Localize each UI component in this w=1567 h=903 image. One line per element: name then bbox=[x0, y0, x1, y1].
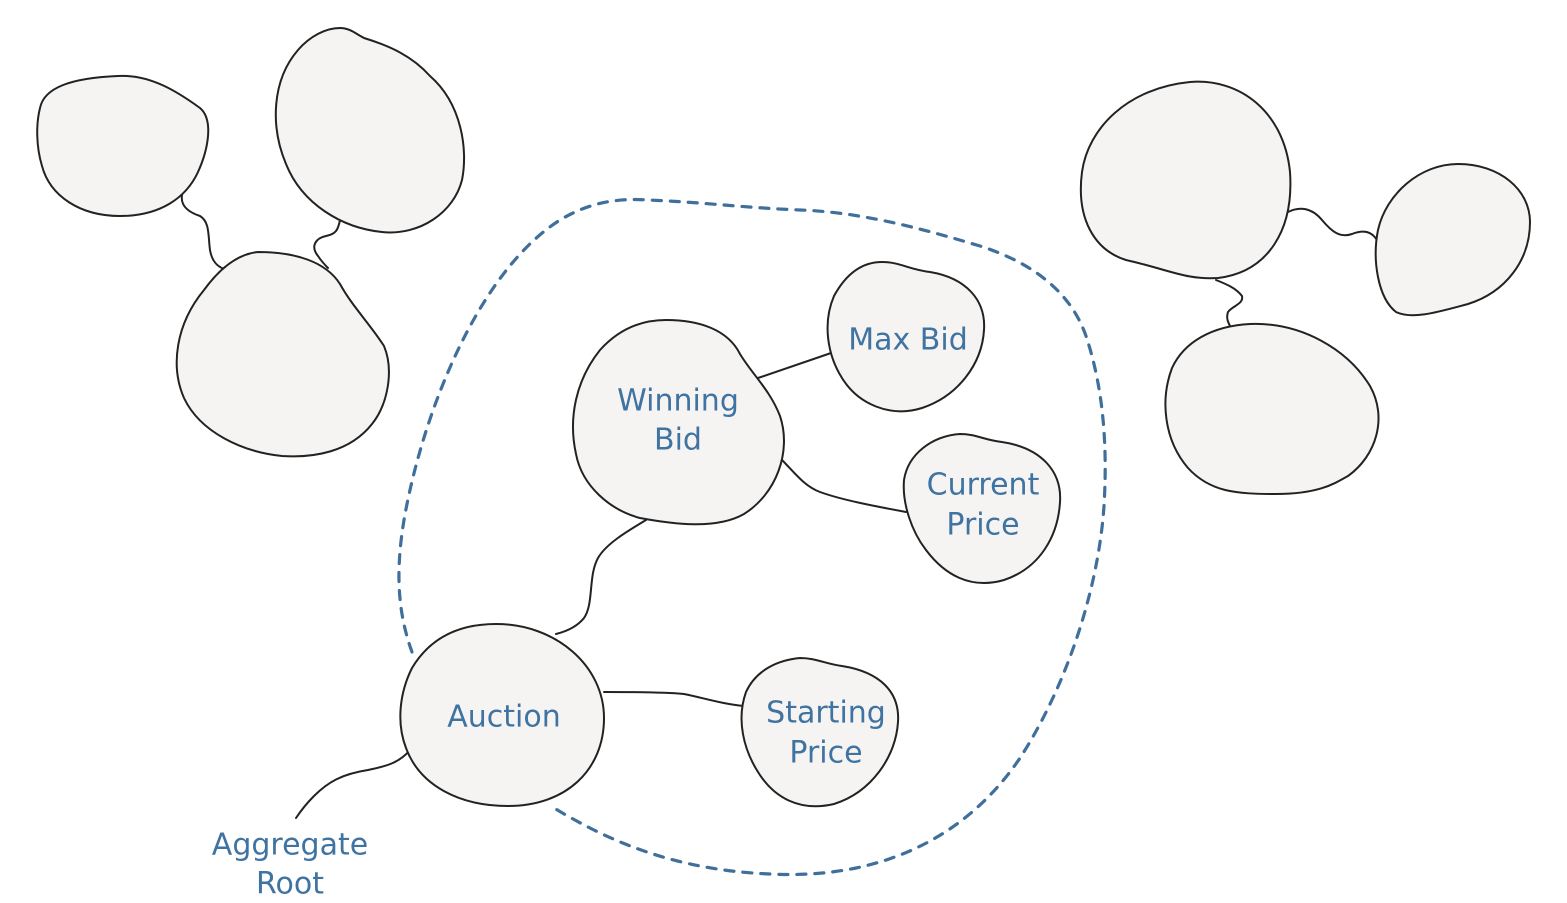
node-starting-price-shape bbox=[740, 657, 900, 808]
left-cluster-link-2 bbox=[313, 219, 341, 269]
node-current-price-label-line1: Current bbox=[927, 468, 1040, 503]
left-blob-3 bbox=[175, 251, 390, 458]
aggregate-links bbox=[295, 351, 907, 819]
node-max-bid-label: Max Bid bbox=[848, 323, 968, 358]
left-blob-1 bbox=[36, 74, 210, 217]
link-winning-bid-max-bid bbox=[757, 351, 835, 379]
node-winning-bid-label-line2: Bid bbox=[654, 423, 702, 458]
right-blob-1 bbox=[1079, 80, 1292, 280]
aggregate-boundary bbox=[397, 197, 1107, 877]
left-blob-2 bbox=[274, 27, 465, 234]
node-max-bid: Max Bid bbox=[826, 261, 986, 413]
node-auction-shape bbox=[399, 623, 605, 807]
node-winning-bid: Winning Bid bbox=[572, 319, 785, 526]
node-starting-price: Starting Price bbox=[740, 657, 900, 808]
node-current-price-shape bbox=[902, 433, 1062, 585]
node-current-price: Current Price bbox=[902, 433, 1062, 585]
node-winning-bid-label-line1: Winning bbox=[617, 384, 739, 419]
aggregate-root-label-line2: Root bbox=[256, 867, 324, 902]
right-cluster-link-2 bbox=[1215, 279, 1244, 327]
right-cluster bbox=[1079, 80, 1531, 495]
node-starting-price-label-line2: Price bbox=[789, 736, 862, 771]
left-cluster-link-1 bbox=[180, 185, 229, 271]
node-current-price-label-line2: Price bbox=[946, 508, 1019, 543]
right-blob-3 bbox=[1164, 322, 1380, 495]
link-auction-winning-bid bbox=[555, 519, 647, 635]
left-cluster bbox=[36, 27, 465, 458]
node-winning-bid-shape bbox=[572, 319, 785, 526]
node-starting-price-label-line1: Starting bbox=[766, 696, 886, 731]
right-cluster-link-1 bbox=[1287, 207, 1379, 243]
node-auction: Auction bbox=[399, 623, 605, 807]
aggregate-root-label-line1: Aggregate bbox=[212, 828, 368, 863]
node-max-bid-shape bbox=[826, 261, 986, 413]
link-winning-bid-current-price bbox=[781, 459, 907, 513]
link-auction-starting-price bbox=[603, 691, 745, 707]
link-auction-aggregate-root bbox=[295, 749, 411, 819]
node-auction-label: Auction bbox=[447, 700, 561, 735]
right-blob-2 bbox=[1374, 163, 1531, 317]
aggregate-root-callout: Aggregate Root bbox=[212, 828, 368, 902]
